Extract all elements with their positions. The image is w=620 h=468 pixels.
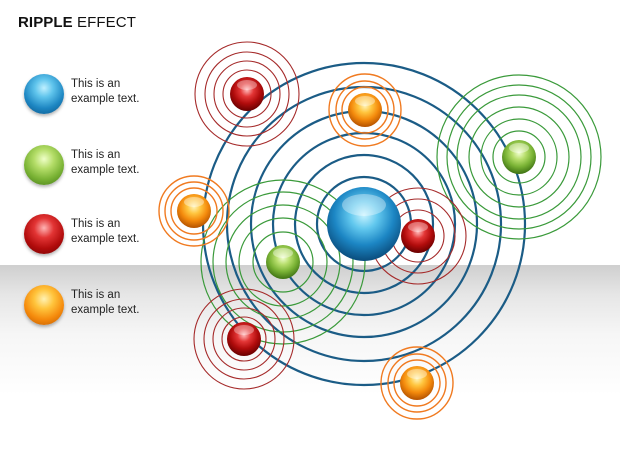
legend-text-line2: example text.: [71, 93, 140, 105]
red-sphere-icon: [227, 322, 261, 356]
legend-text-line1: This is an: [71, 149, 121, 161]
red-ring: [221, 316, 267, 362]
red-ring: [204, 51, 290, 137]
green-ring: [456, 94, 582, 220]
red-ring: [222, 69, 272, 119]
red-sphere-icon: [230, 77, 264, 111]
red-ring: [193, 288, 295, 390]
orange-ring: [393, 359, 441, 407]
green-sphere-icon: [24, 145, 64, 185]
green-ring: [200, 179, 366, 345]
legend-text-line2: example text.: [71, 233, 140, 245]
green-ring: [225, 204, 341, 320]
page-title: RIPPLE EFFECT: [18, 14, 136, 31]
legend-item-orange: This is an example text.: [24, 285, 184, 327]
gray-background-band: [0, 265, 620, 468]
orange-sphere-icon: [348, 93, 382, 127]
orange-ring: [164, 181, 224, 241]
green-ripple-rings: [200, 74, 602, 345]
green-ring: [492, 130, 546, 184]
legend-text-line2: example text.: [71, 304, 140, 316]
blue-sphere-icon: [24, 74, 64, 114]
red-ring: [213, 60, 281, 128]
legend-text-line1: This is an: [71, 289, 121, 301]
orange-ring: [328, 73, 402, 147]
title-rest: EFFECT: [72, 14, 136, 31]
green-ring: [238, 217, 328, 307]
red-ring: [194, 41, 300, 147]
orange-sphere-icon: [177, 194, 211, 228]
orange-sphere-icon: [24, 285, 64, 325]
green-ring: [480, 118, 558, 196]
blue-ring: [293, 153, 435, 295]
orange-ring: [387, 353, 447, 413]
green-ring: [468, 106, 570, 208]
orange-ripple-rings: [158, 73, 454, 420]
green-ring: [252, 231, 314, 293]
orange-ring: [380, 346, 454, 420]
orange-ring: [158, 175, 230, 247]
orange-ring: [170, 187, 218, 235]
red-sphere-icon: [401, 219, 435, 253]
orange-ring: [335, 80, 395, 140]
title-bold: RIPPLE: [18, 14, 73, 31]
green-ring: [436, 74, 602, 240]
blue-center-sphere-icon: [327, 187, 401, 261]
legend-text-line1: This is an: [71, 218, 121, 230]
legend-text-line1: This is an: [71, 78, 121, 90]
legend-item-red: This is an example text.: [24, 214, 184, 256]
legend-text-line2: example text.: [71, 164, 140, 176]
green-sphere-icon: [502, 140, 536, 174]
green-sphere-icon: [266, 245, 300, 279]
red-sphere-icon: [24, 214, 64, 254]
orange-ring: [341, 86, 389, 134]
legend-item-blue: This is an example text.: [24, 74, 184, 116]
orange-sphere-icon: [400, 366, 434, 400]
red-ring: [212, 307, 276, 371]
spheres: [177, 77, 536, 400]
legend-item-green: This is an example text.: [24, 145, 184, 187]
green-ring: [446, 84, 592, 230]
red-ring: [203, 298, 285, 380]
